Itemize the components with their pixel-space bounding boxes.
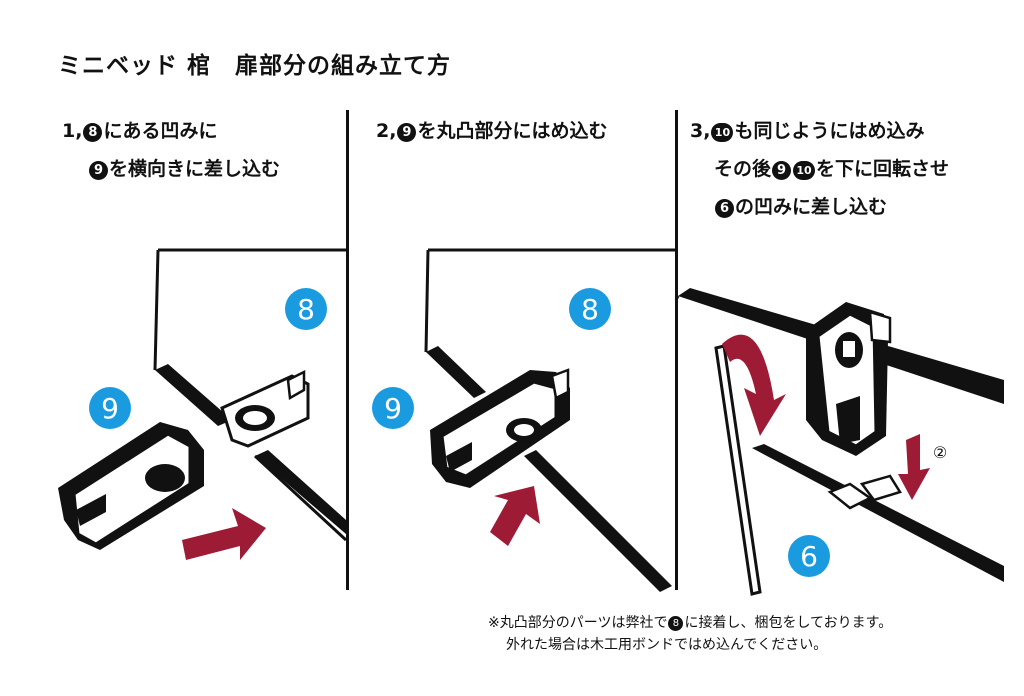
label-6-text: 6 xyxy=(800,540,818,573)
panel-1-illustration: 8 9 xyxy=(58,248,348,560)
column-divider-1 xyxy=(346,110,349,590)
page-title: ミニベッド 棺 扉部分の組み立て方 xyxy=(58,53,452,79)
part-badge-10: 10 xyxy=(793,161,816,180)
round-boss-part xyxy=(220,369,310,448)
footnote-line-1a: ※丸凸部分のパーツは弊社で xyxy=(488,615,668,631)
part-badge-9: 9 xyxy=(397,123,417,142)
label-8-badge xyxy=(285,288,327,330)
column-divider-2 xyxy=(675,110,678,590)
step-marker-1: ① xyxy=(733,301,747,320)
footnote-line-2: 外れた場合は木工用ボンドではめ込んでください。 xyxy=(506,637,828,653)
label-9-text: 9 xyxy=(384,392,402,425)
label-8-text: 8 xyxy=(297,293,315,326)
panel-2-illustration: 8 9 xyxy=(372,248,675,592)
label-9-badge xyxy=(372,387,414,429)
part-badge-10: 10 xyxy=(711,123,734,142)
part-badge-8: 8 xyxy=(83,123,103,142)
step-3-line-1: も同じようにはめ込み xyxy=(734,120,925,142)
step-2-number: 2, xyxy=(376,120,397,142)
footnote-line-1b: に接着し、梱包をしております。 xyxy=(684,615,893,631)
step-2-line-1: を丸凸部分にはめ込む xyxy=(417,120,608,142)
step-3-line-2b: を下に回転させ xyxy=(816,158,950,180)
label-6-badge xyxy=(788,535,830,577)
step-3-line-2a: その後 xyxy=(714,158,772,180)
push-arrow xyxy=(182,508,266,560)
part-badge-8: 8 xyxy=(668,616,684,631)
rotate-arrow xyxy=(722,334,786,436)
step-3-number: 3, xyxy=(690,120,711,142)
step-marker-2: ② xyxy=(933,443,947,462)
label-8-badge xyxy=(569,288,611,330)
step-1-line-2: を横向きに差し込む xyxy=(109,158,281,180)
part-badge-9: 9 xyxy=(772,161,792,180)
step-3-line-3: の凹みに差し込む xyxy=(735,196,888,218)
part-9-bracket xyxy=(58,422,204,550)
panel-3-illustration: ① ② 6 xyxy=(674,288,1004,596)
part-badge-6: 6 xyxy=(715,199,734,218)
rotating-bracket xyxy=(806,302,892,456)
down-arrow xyxy=(898,434,930,500)
step-1-line-1: にある凹みに xyxy=(103,120,218,142)
part-badge-9: 9 xyxy=(89,161,108,180)
label-8-text: 8 xyxy=(581,293,599,326)
label-9-badge xyxy=(89,387,131,429)
push-arrow xyxy=(490,486,540,546)
step-1-number: 1, xyxy=(62,120,83,142)
label-9-text: 9 xyxy=(101,392,119,425)
assembled-bracket xyxy=(430,368,570,488)
